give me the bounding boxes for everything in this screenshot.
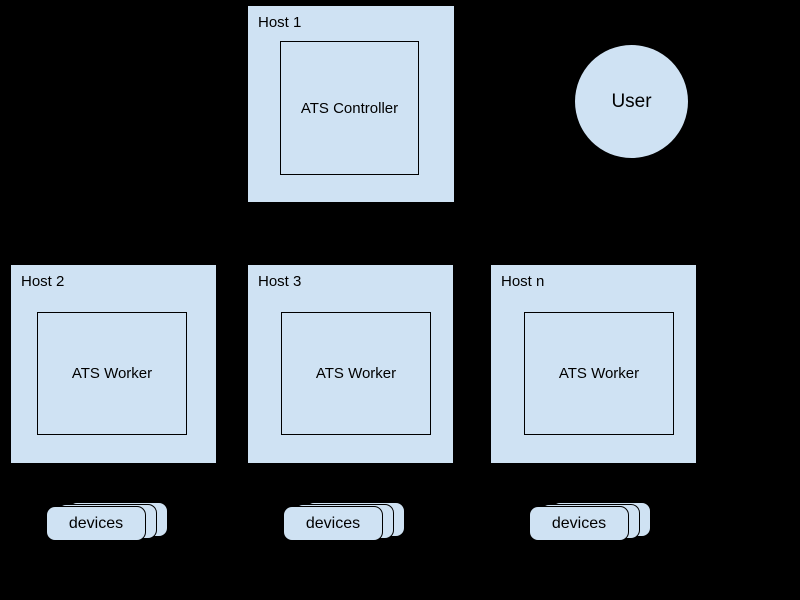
actor-user[interactable]: User <box>575 45 688 158</box>
device-stack-layer-front[interactable]: devices <box>283 506 383 541</box>
host-box-host-3[interactable]: Host 3 ATS Worker <box>247 264 454 464</box>
host-label-host-n: Host n <box>501 273 545 290</box>
device-stack-layer-front[interactable]: devices <box>529 506 629 541</box>
host-label-host-1: Host 1 <box>258 14 302 31</box>
component-label-ats-controller: ATS Controller <box>300 99 399 117</box>
device-stack-layer-front[interactable]: devices <box>46 506 146 541</box>
device-stack-label-host-n: devices <box>551 514 607 532</box>
device-stack-label-host-3: devices <box>305 514 361 532</box>
actor-label-user: User <box>611 91 652 112</box>
host-label-host-3: Host 3 <box>258 273 302 290</box>
component-box-ats-worker-host-n[interactable]: ATS Worker <box>524 312 674 435</box>
host-box-host-1[interactable]: Host 1 ATS Controller <box>247 5 455 203</box>
component-label-ats-worker-host-2: ATS Worker <box>71 365 153 382</box>
component-box-ats-worker-host-3[interactable]: ATS Worker <box>281 312 431 435</box>
device-stack-host-3[interactable]: devices <box>283 502 413 542</box>
host-label-host-2: Host 2 <box>21 273 65 290</box>
component-box-ats-controller[interactable]: ATS Controller <box>280 41 419 175</box>
component-box-ats-worker-host-2[interactable]: ATS Worker <box>37 312 187 435</box>
device-stack-label-host-2: devices <box>68 514 124 532</box>
device-stack-host-2[interactable]: devices <box>46 502 176 542</box>
device-stack-host-n[interactable]: devices <box>529 502 659 542</box>
component-label-ats-worker-host-3: ATS Worker <box>315 365 397 382</box>
host-box-host-2[interactable]: Host 2 ATS Worker <box>10 264 217 464</box>
host-box-host-n[interactable]: Host n ATS Worker <box>490 264 697 464</box>
component-label-ats-worker-host-n: ATS Worker <box>558 365 640 382</box>
